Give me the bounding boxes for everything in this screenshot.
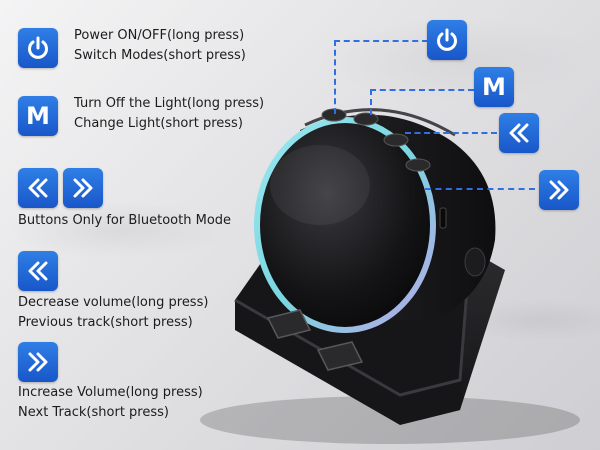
double-chevron-left-icon [28, 261, 48, 281]
legend-prev-button [18, 251, 58, 291]
callout-line-power [334, 40, 428, 114]
callout-prev-button [499, 113, 539, 153]
device-shadow [200, 396, 580, 444]
legend-next-button [18, 342, 58, 382]
side-hinge-knob [464, 247, 486, 277]
legend-mode-line2: Change Light(short press) [74, 116, 243, 132]
holder-clip-right [316, 341, 364, 371]
legend-bluetooth-line1: Buttons Only for Bluetooth Mode [18, 213, 232, 228]
legend-next-line1: Increase Volume(long press) [18, 385, 203, 400]
legend-power-line2: Switch Modes(short press) [74, 48, 246, 64]
holder-clip-left [266, 309, 312, 339]
face-highlight [270, 145, 370, 225]
callout-line-prev [405, 132, 497, 134]
double-chevron-right-icon [28, 352, 48, 372]
double-chevron-right-icon [549, 180, 569, 200]
legend-power-line1: Power ON/OFF(long press) [74, 28, 245, 43]
callout-mode-button: M [474, 67, 514, 107]
legend-prev-line1: Decrease volume(long press) [18, 295, 209, 310]
legend-next-text: Increase Volume(long press) Next Track(s… [18, 383, 203, 423]
double-chevron-left-icon [509, 123, 529, 143]
legend-next-line2: Next Track(short press) [18, 405, 169, 421]
usb-port [439, 207, 447, 229]
callout-next-button [539, 170, 579, 210]
legend-power-button [18, 28, 58, 68]
power-icon [28, 36, 48, 59]
double-chevron-left-icon [28, 178, 48, 198]
legend-power-text: Power ON/OFF(long press) Switch Modes(sh… [74, 26, 246, 66]
mode-m-icon: M [482, 73, 506, 101]
device-next-button [405, 158, 431, 172]
speaker-top [304, 108, 456, 137]
legend-mode-text: Turn Off the Light(long press) Change Li… [74, 94, 264, 134]
light-ring [254, 117, 436, 333]
power-icon [437, 28, 457, 51]
stand-top-edge [234, 249, 472, 397]
device-mode-button [353, 112, 379, 126]
legend-mode-button: M [18, 96, 58, 136]
device-prev-button [383, 133, 409, 147]
double-chevron-right-icon [73, 178, 93, 198]
legend-prev-line2: Previous track(short press) [18, 315, 193, 331]
legend-bluetooth-text: Buttons Only for Bluetooth Mode [18, 211, 231, 231]
legend-bt-prev-button [18, 168, 58, 208]
callout-power-button [427, 20, 467, 60]
legend-prev-text: Decrease volume(long press) Previous tra… [18, 293, 208, 333]
legend-mode-line1: Turn Off the Light(long press) [74, 96, 265, 111]
speaker-face [257, 120, 433, 330]
callout-line-mode [370, 89, 474, 115]
legend-bt-next-button [63, 168, 103, 208]
mode-m-icon: M [26, 102, 50, 130]
callout-line-next [425, 188, 535, 190]
